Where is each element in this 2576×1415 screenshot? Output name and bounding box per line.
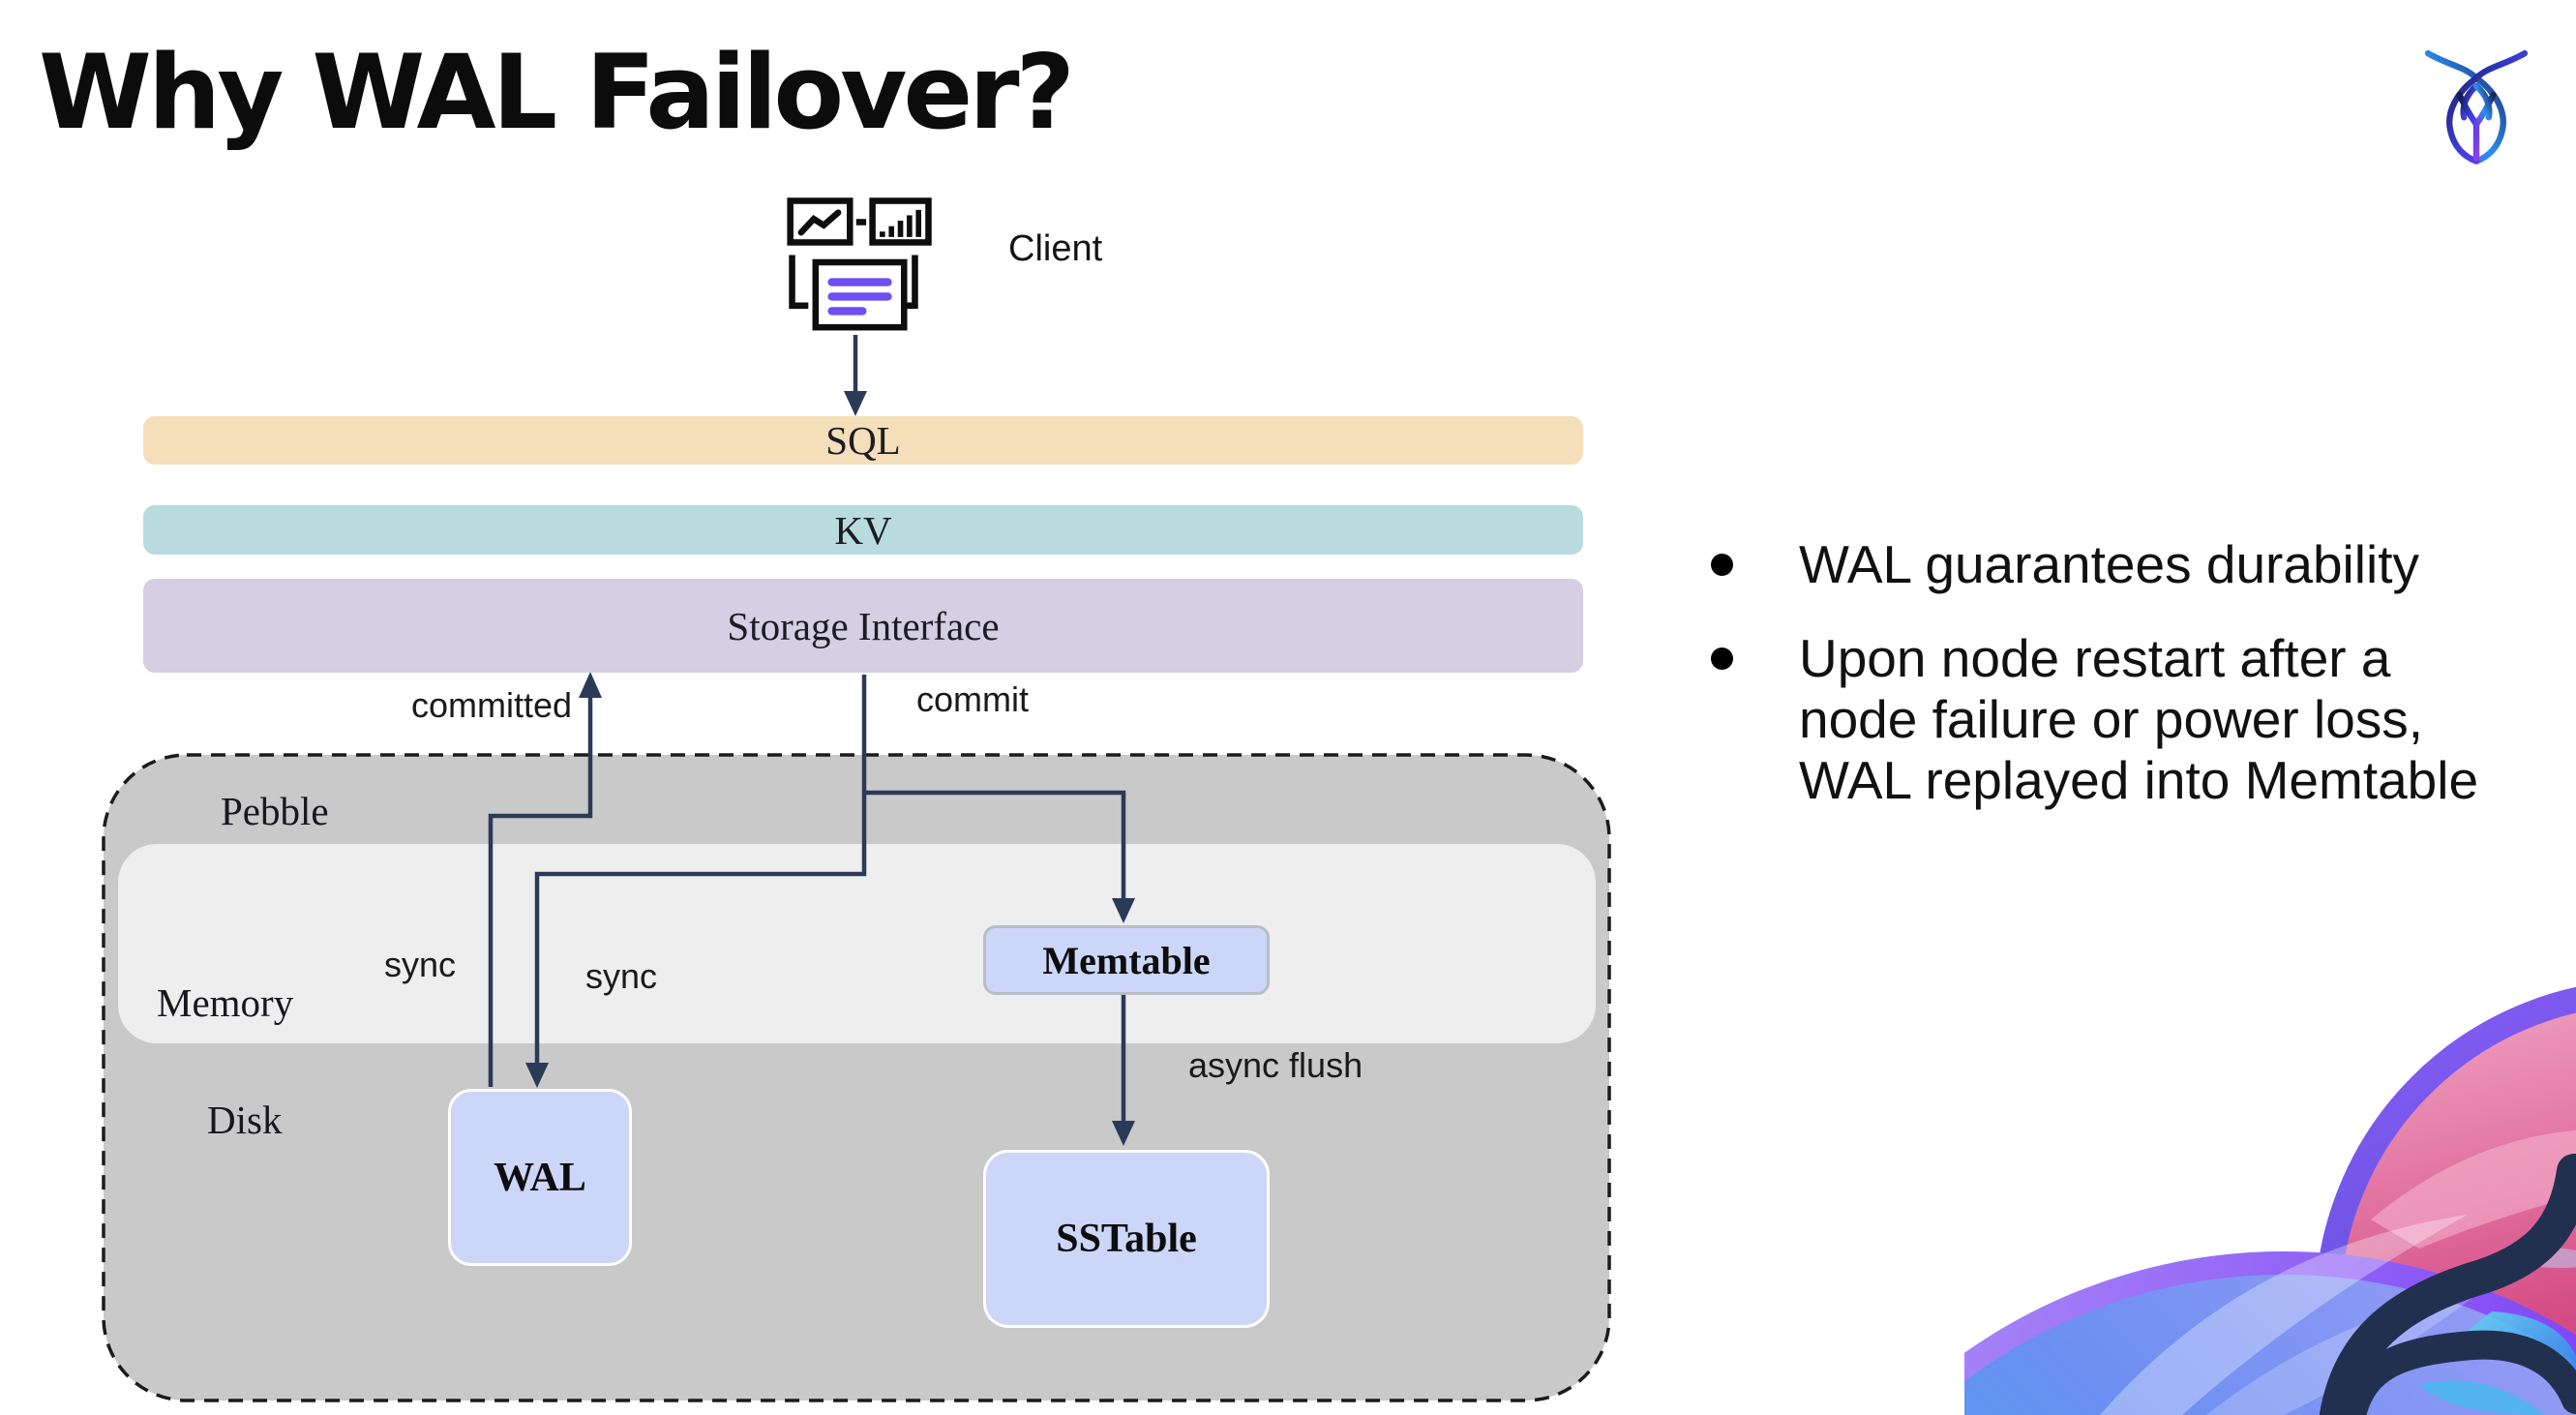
node-memtable: Memtable — [983, 925, 1270, 995]
bar-chart-icon — [869, 197, 932, 246]
art-navy-band — [2320, 1154, 2576, 1415]
memory-region — [118, 844, 1596, 1043]
node-wal: WAL — [448, 1089, 632, 1266]
arrowhead-into-sql — [844, 391, 867, 416]
bullet-text: Upon node restart after a node failure o… — [1799, 628, 2479, 810]
art-blue-rim — [1964, 1251, 2576, 1382]
page-title: Why WAL Failover? — [39, 33, 1075, 152]
art-petal — [2100, 1215, 2468, 1415]
cockroachdb-logo-icon — [2424, 49, 2529, 165]
line-chart-icon — [787, 197, 854, 246]
arrow-storage-to-wal-commit — [534, 675, 867, 1063]
bullet-text: WAL guarantees durability — [1799, 534, 2419, 594]
art-cyan-leaf — [2419, 1380, 2545, 1415]
node-memtable-label: Memtable — [1042, 938, 1211, 982]
client-icon — [787, 197, 932, 331]
arrow-wal-to-storage-committed — [488, 697, 593, 1087]
layer-bar-kv: KV — [143, 505, 1583, 555]
node-sstable-label: SSTable — [1056, 1217, 1197, 1261]
art-pink-highlight — [2371, 1129, 2576, 1249]
layer-bar-storage-interface: Storage Interface — [143, 579, 1583, 673]
bullet-dot-icon — [1711, 554, 1733, 576]
edge-label-async-flush: async flush — [1188, 1045, 1363, 1085]
document-icon — [789, 255, 918, 331]
bullet-dot-icon — [1711, 647, 1733, 670]
layer-bar-sql-label: SQL — [825, 418, 901, 463]
client-label: Client — [1008, 228, 1103, 269]
pebble-label: Pebble — [221, 789, 329, 833]
arrowhead-into-sstable — [1112, 1121, 1135, 1146]
arrow-commit-branch-to-memtable — [864, 790, 1126, 898]
edge-label-committed: committed — [410, 685, 573, 725]
dash-connector — [855, 219, 867, 226]
arrowhead-into-wal — [525, 1063, 549, 1088]
edge-label-sync-right: sync — [584, 956, 658, 996]
edge-label-sync-left: sync — [383, 945, 457, 984]
node-sstable: SSTable — [983, 1150, 1270, 1328]
memory-label: Memory — [157, 980, 294, 1025]
layer-bar-storage-interface-label: Storage Interface — [727, 603, 1000, 648]
brand-artwork — [1964, 986, 2576, 1415]
arrowhead-into-memtable — [1112, 898, 1135, 923]
layer-bar-kv-label: KV — [834, 507, 892, 553]
layer-bar-sql: SQL — [143, 416, 1583, 465]
node-wal-label: WAL — [494, 1155, 586, 1200]
arrowhead-into-storage — [579, 672, 602, 698]
bullet-item: WAL guarantees durability — [1711, 534, 2562, 595]
disk-label: Disk — [207, 1098, 283, 1142]
art-navy-band — [2337, 1330, 2576, 1415]
edge-label-commit: commit — [916, 679, 1029, 719]
bullet-item: Upon node restart after a node failure o… — [1711, 628, 2562, 811]
bullet-list: WAL guarantees durability Upon node rest… — [1711, 534, 2562, 811]
